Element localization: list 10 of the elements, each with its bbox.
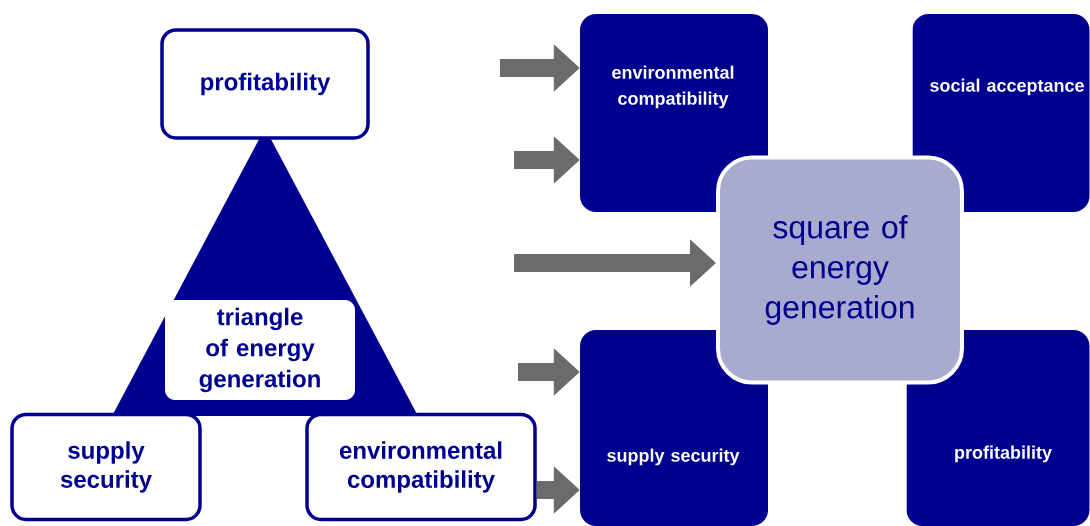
concept-square: profitability [906,330,1090,526]
concept-box: supply security [10,412,202,522]
center-box: square of energy generation [716,155,964,385]
node-label: triangle of energy generation [199,307,320,393]
concept-square: supply security [580,330,768,526]
concept-box: profitability [160,28,370,140]
concept-square: environmental compatibility [580,14,768,212]
title-box: triangle of energy generation [165,300,355,400]
concept-box: environmental compatibility [305,412,537,522]
concept-square: social acceptance [912,14,1090,212]
